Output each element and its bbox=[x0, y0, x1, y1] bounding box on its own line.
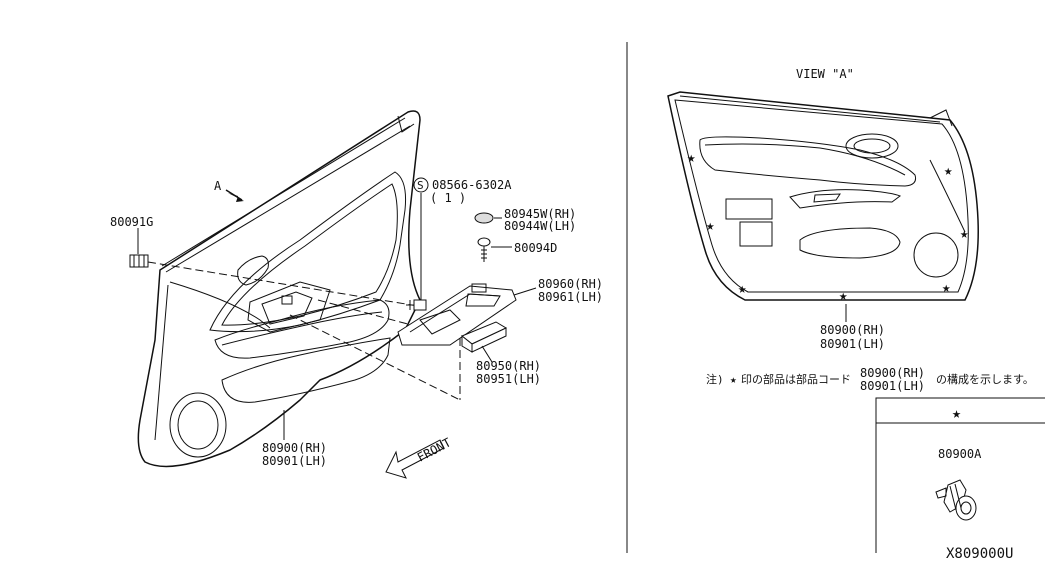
star-2: ★ bbox=[706, 218, 715, 234]
label-80951: 80951(LH) bbox=[476, 372, 541, 386]
star-5: ★ bbox=[942, 280, 951, 296]
star-7: ★ bbox=[944, 163, 953, 179]
label-80094d: 80094D bbox=[514, 241, 557, 255]
label-80091g: 80091G bbox=[110, 215, 153, 229]
note-suffix: の構成を示します。 bbox=[936, 373, 1034, 386]
note: 注) ★ 印の部品は部品コード 80900(RH) 80901(LH) の構成を… bbox=[706, 366, 1034, 393]
star-4: ★ bbox=[839, 288, 848, 304]
switch-80950: 80950(RH) 80951(LH) bbox=[461, 321, 541, 386]
front-label: FRONT bbox=[415, 435, 453, 464]
star-1: ★ bbox=[687, 150, 696, 166]
clip-80945w: 80945W(RH) 80944W(LH) bbox=[474, 207, 576, 233]
clip-80091g: 80091G bbox=[110, 215, 153, 268]
screw-08566: S 08566-6302A ( 1 ) bbox=[406, 177, 512, 311]
legend-star: ★ bbox=[952, 404, 961, 422]
note-star: ★ bbox=[730, 373, 737, 386]
label-80960: 80960(RH) bbox=[538, 277, 603, 291]
legend-box: ★ 80900A bbox=[875, 397, 1045, 553]
label-view-lh: 80901(LH) bbox=[820, 337, 885, 351]
door-trim-panel bbox=[137, 110, 421, 468]
view-arrow-a: A bbox=[214, 179, 244, 202]
note-text: 印の部品は部品コード bbox=[741, 372, 851, 386]
note-prefix: 注) bbox=[706, 372, 724, 386]
label-80900a: 80900A bbox=[938, 447, 982, 461]
label-80961: 80961(LH) bbox=[538, 290, 603, 304]
label-main-rh: 80900(RH) bbox=[262, 441, 327, 455]
label-view-rh: 80900(RH) bbox=[820, 323, 885, 337]
leader-dashed-3 bbox=[289, 314, 461, 401]
clip-80900a-icon bbox=[935, 479, 977, 521]
label-80950: 80950(RH) bbox=[476, 359, 541, 373]
arrow-a-label: A bbox=[214, 179, 222, 193]
note-lh: 80901(LH) bbox=[860, 379, 925, 393]
label-main-lh: 80901(LH) bbox=[262, 454, 327, 468]
diagram-code: X809000U bbox=[946, 546, 1013, 562]
label-screw-qty: ( 1 ) bbox=[430, 191, 466, 205]
main-panel-label: 80900(RH) 80901(LH) bbox=[262, 410, 327, 468]
screw-symbol: S bbox=[417, 179, 424, 192]
note-rh: 80900(RH) bbox=[860, 366, 925, 380]
star-3: ★ bbox=[738, 281, 747, 297]
view-a-title: VIEW "A" bbox=[796, 67, 854, 81]
label-80945w: 80945W(RH) bbox=[504, 207, 576, 221]
view-a-panel: ★ ★ ★ ★ ★ ★ ★ bbox=[667, 91, 979, 304]
screw-80094d: 80094D bbox=[477, 237, 557, 262]
leader-dashed-1 bbox=[147, 261, 419, 307]
label-screw-code: 08566-6302A bbox=[432, 178, 512, 192]
label-80944w: 80944W(LH) bbox=[504, 219, 576, 233]
front-arrow: FRONT bbox=[385, 435, 453, 479]
finisher-80960: 80960(RH) 80961(LH) bbox=[397, 277, 603, 346]
star-6: ★ bbox=[960, 226, 969, 242]
